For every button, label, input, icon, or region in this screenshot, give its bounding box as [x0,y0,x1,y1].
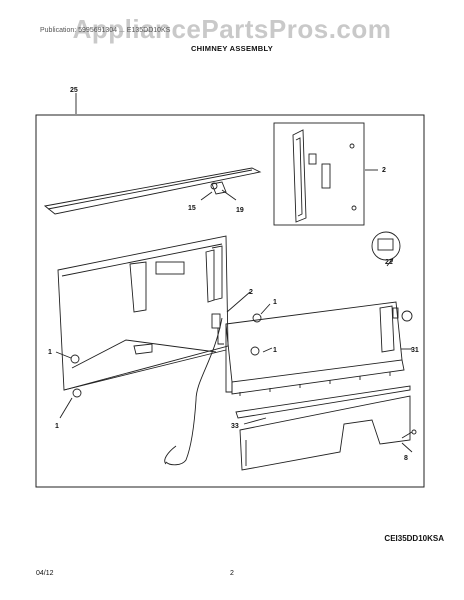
back-panel [57,235,229,391]
inset-box [273,122,365,226]
detail-21-circle [371,231,401,261]
callout-33: 33 [231,423,239,430]
footer-date: 04/12 [36,570,54,577]
callout-1-left-upper: 1 [48,349,52,356]
model-number: CEI35DD10KSA [384,534,444,543]
callout-2: 2 [249,289,253,296]
callout-1-top: 1 [273,299,277,306]
callout-19: 19 [236,207,244,214]
top-trim-bar [43,167,262,215]
publication-header: Publication: 5995691304 ... E135DD10KS [40,27,171,34]
callout-8: 8 [404,455,408,462]
callout-2-inset: 2 [382,167,386,174]
page-number: 2 [230,570,234,577]
wire-harness [165,317,223,466]
callout-1-left-lower: 1 [55,423,59,430]
assembly-frame [35,114,425,488]
front-cover-panel [225,301,403,383]
page-title: CHIMNEY ASSEMBLY [190,44,274,53]
callout-25: 25 [70,87,78,94]
callout-21: 21 [385,259,393,266]
callout-1-panel: 1 [273,347,277,354]
watermark-logo: AppliancePartsPros.com [72,14,392,44]
callout-15: 15 [188,205,196,212]
callout-31: 31 [411,347,419,354]
lower-duct-cover [235,385,411,419]
